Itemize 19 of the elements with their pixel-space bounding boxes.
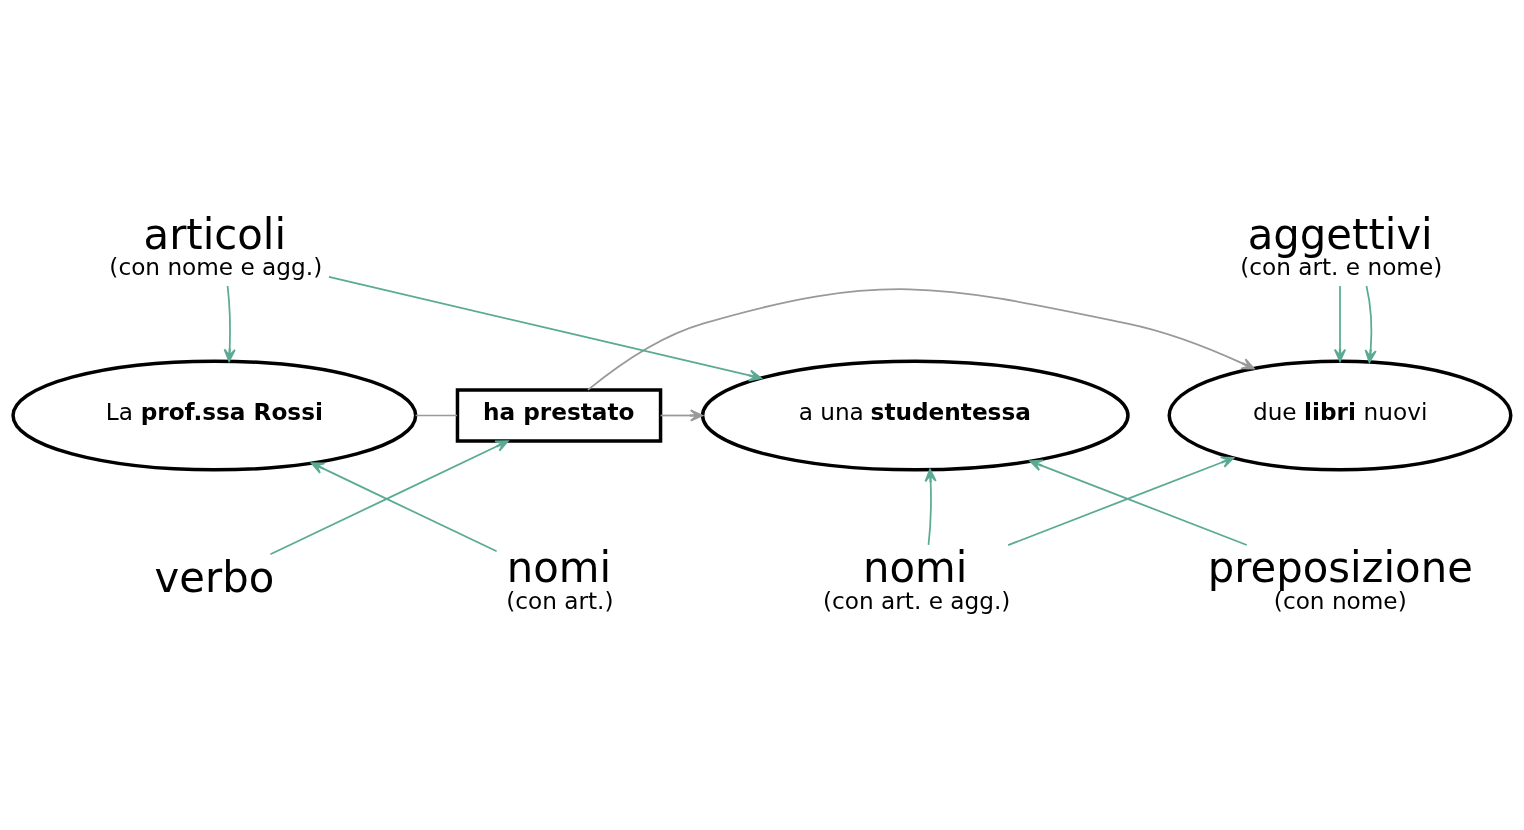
arrow bbox=[587, 288, 1255, 391]
arrow bbox=[223, 284, 236, 362]
node-text: verbo bbox=[154, 552, 275, 602]
connector bbox=[414, 414, 458, 416]
arrow bbox=[1007, 455, 1235, 546]
node-text: preposizione (con nome) bbox=[1207, 542, 1473, 614]
arrow bbox=[310, 461, 498, 552]
arrow bbox=[659, 408, 704, 422]
arrow bbox=[1333, 284, 1347, 362]
node-text: nomi (con art.) bbox=[506, 542, 614, 614]
node-text: aggettivi (con art. e nome) bbox=[1240, 209, 1443, 280]
arrow bbox=[1029, 459, 1248, 546]
arrow bbox=[924, 468, 937, 546]
node-text: nomi (con art. e agg.) bbox=[823, 542, 1011, 614]
node-box: ha prestato bbox=[455, 387, 663, 443]
arrow bbox=[269, 439, 509, 555]
arrow bbox=[328, 275, 762, 381]
arrow bbox=[1364, 284, 1377, 363]
node-text: articoli (con nome e agg.) bbox=[109, 209, 323, 280]
